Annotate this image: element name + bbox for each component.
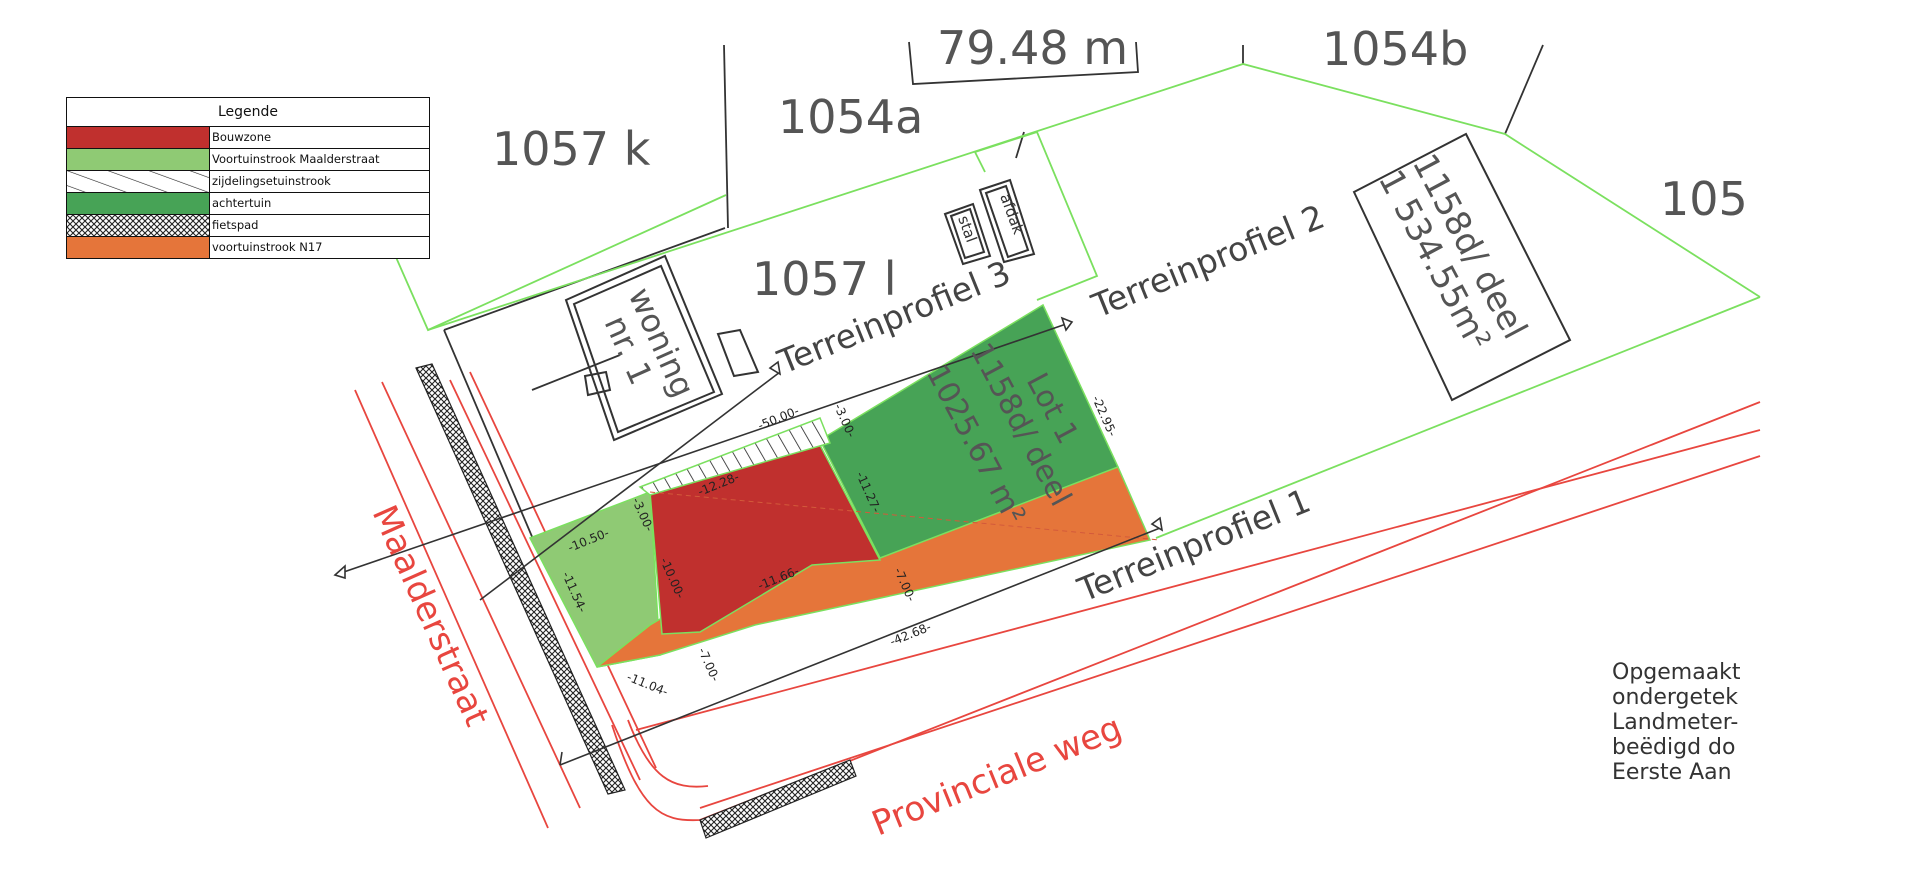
note-line-5: Eerste Aan bbox=[1612, 760, 1732, 785]
parcel-105: 105 bbox=[1660, 172, 1748, 226]
zones bbox=[528, 303, 1152, 668]
road-maalderstraat: Maalderstraat bbox=[364, 499, 497, 732]
building-stal bbox=[943, 202, 992, 266]
legend-row-voortuin-n17: voortuinstrook N17 bbox=[67, 236, 429, 258]
note-line-4: beëdigd do bbox=[1612, 735, 1736, 760]
legend-label-zijdelings: zijdelingsetuinstrook bbox=[212, 174, 331, 188]
parcel-1054b: 1054b bbox=[1322, 22, 1468, 76]
legend-label-bouwzone: Bouwzone bbox=[212, 130, 272, 144]
legend-swatch-zijdelings bbox=[67, 171, 210, 192]
legend-label-achtertuin: achtertuin bbox=[212, 196, 272, 210]
note-line-1: Opgemaakt bbox=[1612, 660, 1741, 685]
afdak-label: afdak bbox=[996, 191, 1027, 237]
legend-swatch-voortuin-n17 bbox=[67, 237, 210, 258]
fietspad-maalderstraat bbox=[415, 363, 626, 795]
area-79-48: 79.48 m bbox=[937, 21, 1128, 75]
house-woning bbox=[564, 254, 760, 442]
surveyor-note: Opgemaakt ondergetek Landmeter- beëdigd … bbox=[1612, 660, 1752, 785]
dim-700b: -7.00- bbox=[695, 646, 722, 684]
legend-title: Legende bbox=[67, 98, 429, 127]
road-provinciale: Provinciale weg bbox=[866, 708, 1127, 845]
legend-row-voortuin-maalder: Voortuinstrook Maalderstraat bbox=[67, 148, 429, 170]
fietspad-provinciale bbox=[699, 759, 857, 839]
zone-zijdelings bbox=[638, 417, 832, 496]
dim-1104: -11.04- bbox=[625, 670, 670, 699]
legend-swatch-bouwzone bbox=[67, 127, 210, 148]
parcel-1057k: 1057 k bbox=[492, 122, 651, 176]
parcel-1057l: 1057 l bbox=[752, 252, 896, 306]
legend: Legende Bouwzone Voortuinstrook Maalders… bbox=[66, 97, 430, 259]
legend-label-fietspad: fietspad bbox=[212, 218, 259, 232]
legend-swatch-fietspad bbox=[67, 215, 210, 236]
profile-lines bbox=[333, 316, 1164, 766]
building-afdak bbox=[978, 178, 1036, 264]
legend-swatch-voortuin-maalder bbox=[67, 149, 210, 170]
legend-swatch-achtertuin bbox=[67, 193, 210, 214]
note-line-3: Landmeter- bbox=[1612, 710, 1739, 735]
zone-achtertuin bbox=[819, 303, 1120, 559]
legend-row-bouwzone: Bouwzone bbox=[67, 127, 429, 148]
parcel-1054a: 1054a bbox=[778, 90, 923, 144]
legend-label-voortuin-maalder: Voortuinstrook Maalderstraat bbox=[212, 152, 380, 166]
legend-row-zijdelings: zijdelingsetuinstrook bbox=[67, 170, 429, 192]
profile-label-2: Terreinprofiel 2 bbox=[1085, 197, 1329, 326]
green-boundaries bbox=[394, 63, 1761, 539]
dim-4268: -42.68- bbox=[888, 620, 933, 649]
legend-row-achtertuin: achtertuin bbox=[67, 192, 429, 214]
box-1158d bbox=[1352, 132, 1572, 402]
note-line-2: ondergetek bbox=[1612, 685, 1738, 710]
legend-label-voortuin-n17: voortuinstrook N17 bbox=[212, 240, 323, 254]
legend-row-fietspad: fietspad bbox=[67, 214, 429, 236]
